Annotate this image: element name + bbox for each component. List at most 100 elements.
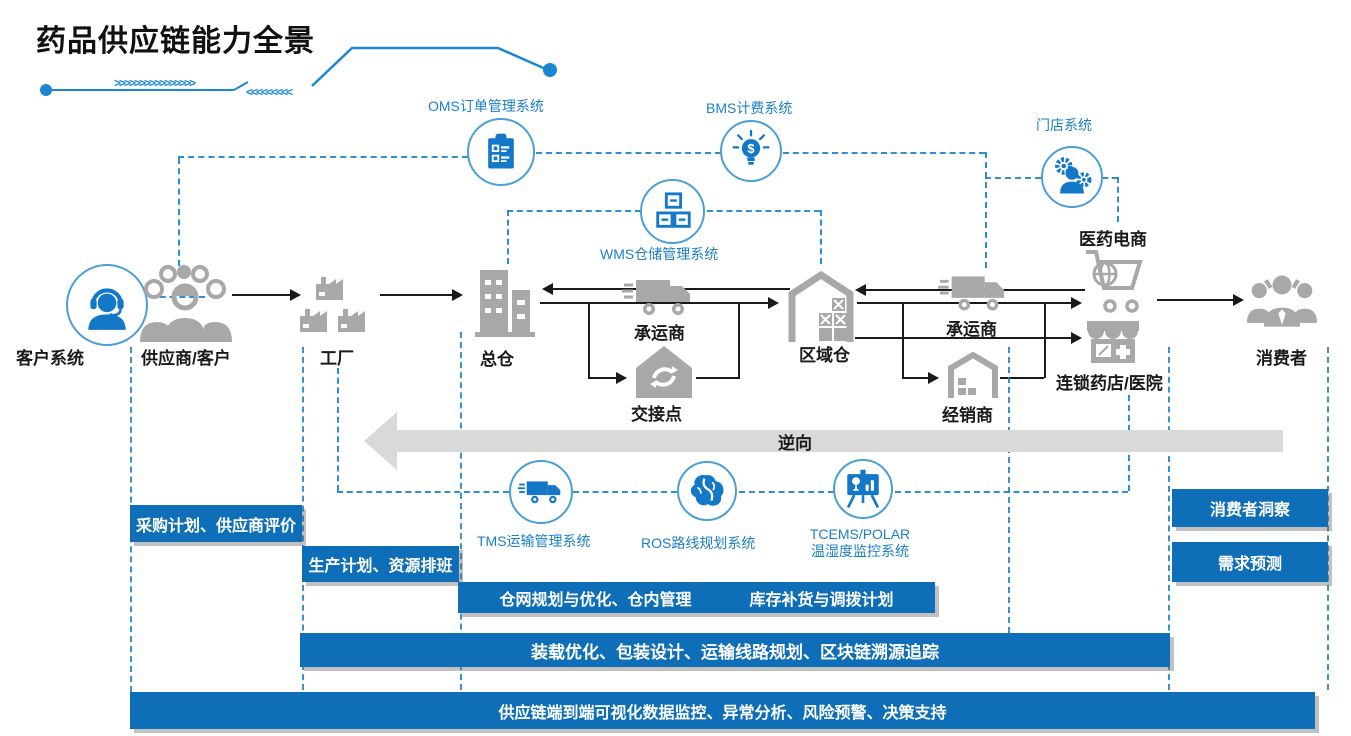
reverse-arrow-body	[396, 430, 1283, 452]
flow-line	[902, 303, 904, 378]
arrow-right-icon	[1071, 297, 1082, 309]
person-gears-icon	[1055, 157, 1092, 194]
truck-icon	[938, 276, 1005, 311]
central-warehouse-name: 总仓	[480, 350, 514, 369]
separator-line	[302, 347, 304, 690]
connector-dashed	[507, 210, 509, 264]
arrow-right-icon	[290, 289, 301, 301]
customer-system-node	[66, 264, 148, 346]
bms-node: $	[720, 120, 782, 182]
store-system-label: 门店系统	[1036, 117, 1092, 133]
chain-pharmacy-hospital-name: 连锁药店/医院	[1056, 374, 1163, 393]
connector-dashed	[178, 156, 468, 158]
store-system-node	[1041, 146, 1103, 208]
wms-label: WMS仓储管理系统	[600, 246, 719, 262]
office-building-icon	[475, 270, 535, 337]
distributor-warehouse-icon	[948, 352, 998, 398]
capability-bar-production: 生产计划、资源排班	[302, 546, 459, 582]
svg-text:<<<<<<<<<: <<<<<<<<<	[246, 85, 293, 99]
bulb-dollar-icon: $	[732, 129, 770, 165]
regional-warehouse-name: 区域仓	[799, 346, 850, 365]
connector-dashed	[985, 152, 987, 268]
flow-line	[380, 294, 454, 296]
people-group-icon	[140, 265, 232, 342]
capability-text: 库存补货与调拨计划	[749, 591, 894, 609]
connector-dashed	[783, 152, 985, 154]
capability-bar-consumer-insight: 消费者洞察	[1172, 489, 1328, 527]
capability-bar-demand-forecast: 需求预测	[1172, 542, 1328, 582]
tcems-label-line1: TCEMS/POLAR	[809, 526, 911, 542]
connector-dashed	[1117, 177, 1119, 222]
capability-text: 装载优化、包装设计、运输线路规划、区块链溯源追踪	[531, 642, 939, 662]
handover-house-icon	[636, 346, 692, 398]
capability-text: 生产计划、资源排班	[308, 558, 453, 575]
flow-line	[696, 377, 740, 379]
connector-dashed	[895, 491, 1128, 493]
flow-line	[1157, 299, 1235, 301]
wms-node	[640, 179, 705, 244]
bms-label: BMS计费系统	[706, 100, 793, 116]
capability-text: 需求预测	[1217, 556, 1282, 573]
tms-label: TMS运输管理系统	[477, 533, 591, 549]
arrow-left-icon	[855, 284, 866, 296]
flow-line	[1000, 377, 1044, 379]
separator-line	[1168, 347, 1170, 690]
tcems-label: TCEMS/POLAR 温湿度监控系统	[798, 526, 922, 560]
page-title: 药品供应链能力全景	[36, 25, 315, 58]
capability-text: 供应链端到端可视化数据监控、异常分析、风险预警、决策支持	[498, 704, 947, 722]
oms-node	[467, 118, 535, 186]
flow-line	[232, 294, 292, 296]
arrow-right-icon	[928, 372, 939, 384]
reverse-label: 逆向	[778, 434, 812, 453]
customer-system-name: 客户系统	[16, 349, 84, 368]
flow-line	[588, 303, 590, 378]
connector-dashed	[337, 368, 339, 491]
flow-line	[855, 337, 1073, 339]
boxes-icon	[655, 191, 691, 228]
separator-line	[1008, 347, 1010, 633]
cart-globe-icon	[1086, 250, 1143, 313]
connector-dashed	[985, 177, 1041, 179]
clipboard-icon	[488, 133, 514, 169]
carrier1-name: 承运商	[634, 324, 685, 343]
tcems-label-line2: 温湿度监控系统	[811, 543, 909, 559]
capability-bar-warehouse-inventory: 仓网规划与优化、仓内管理 库存补货与调拨计划	[458, 582, 935, 613]
arrow-right-icon	[616, 372, 627, 384]
connector-dashed	[1103, 177, 1117, 179]
svg-text:>>>>>>>>>>>>>>>>: >>>>>>>>>>>>>>>>	[114, 76, 196, 90]
capability-text: 采购计划、供应商评价	[135, 517, 296, 535]
tms-node	[509, 460, 573, 524]
pharmacy-storefront-icon	[1087, 321, 1139, 363]
carrier2-name: 承运商	[946, 320, 997, 339]
tcems-node	[833, 459, 893, 519]
capability-text: 仓网规划与优化、仓内管理	[499, 591, 692, 609]
arrow-right-icon	[1233, 294, 1244, 306]
separator-line	[1327, 347, 1329, 690]
connector-dashed	[707, 210, 820, 212]
brain-icon	[690, 474, 724, 506]
arrow-right-icon	[768, 297, 779, 309]
distributor-name: 经销商	[942, 406, 993, 425]
title-decoration: >>>>>>>>>>>>>>>> <<<<<<<<<	[40, 46, 557, 99]
ros-node	[677, 461, 737, 521]
flow-line	[738, 303, 740, 378]
supplier-customer-name: 供应商/客户	[141, 349, 231, 368]
flow-line	[588, 377, 618, 379]
connector-dashed	[150, 296, 205, 298]
flow-line	[1044, 303, 1046, 378]
headset-person-icon	[88, 288, 126, 330]
factory-icon	[300, 277, 365, 332]
warehouse-icon	[788, 270, 854, 342]
flow-line	[902, 377, 930, 379]
pharma-ecommerce-name: 医药电商	[1079, 230, 1147, 249]
connector-dashed	[337, 491, 509, 493]
arrow-right-icon	[1071, 332, 1082, 344]
consumer-name: 消费者	[1256, 349, 1307, 368]
truck-icon	[518, 481, 561, 504]
handover-point-name: 交接点	[631, 405, 682, 424]
svg-text:$: $	[747, 141, 754, 156]
separator-line	[460, 332, 462, 690]
connector-dashed	[739, 491, 834, 493]
factory-name: 工厂	[320, 349, 354, 368]
